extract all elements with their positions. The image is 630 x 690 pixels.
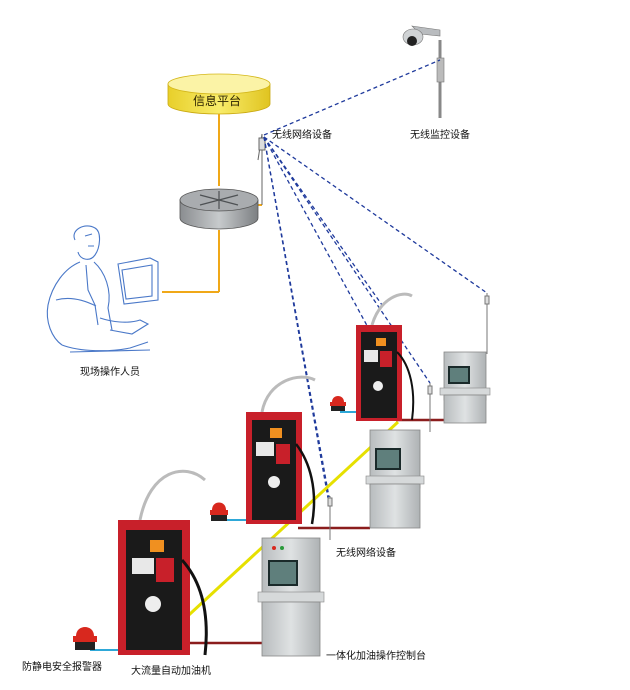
console-label: 一体化加油操作控制台	[326, 651, 426, 662]
operator-figure	[46, 225, 159, 353]
alarm-lamp-1	[73, 627, 97, 650]
wireless-monitor-label: 无线监控设备	[410, 130, 470, 141]
wireless-antennas	[327, 293, 490, 540]
control-console-2	[365, 429, 425, 529]
alarm-lamp-2	[210, 502, 228, 521]
wireless-network-bottom-label: 无线网络设备	[336, 548, 396, 559]
camera-pole	[402, 25, 445, 118]
field-operator-label: 现场操作人员	[80, 367, 140, 378]
fuel-dispenser-1	[118, 469, 208, 656]
router-device	[179, 188, 259, 230]
alarm-label: 防静电安全报警器	[22, 662, 102, 673]
control-console-3	[439, 351, 491, 424]
fuel-dispenser-2	[246, 375, 316, 525]
info-platform	[167, 73, 271, 115]
alarm-lamp-3	[330, 396, 346, 411]
wireless-links	[263, 59, 488, 499]
fuel-dispenser-3	[356, 292, 415, 421]
wireless-network-top-label: 无线网络设备	[272, 130, 332, 141]
info-platform-label: 信息平台	[193, 94, 242, 108]
control-console-1	[257, 537, 325, 657]
wireless-antenna-top	[257, 133, 266, 205]
dispenser-label: 大流量自动加油机	[131, 666, 211, 677]
